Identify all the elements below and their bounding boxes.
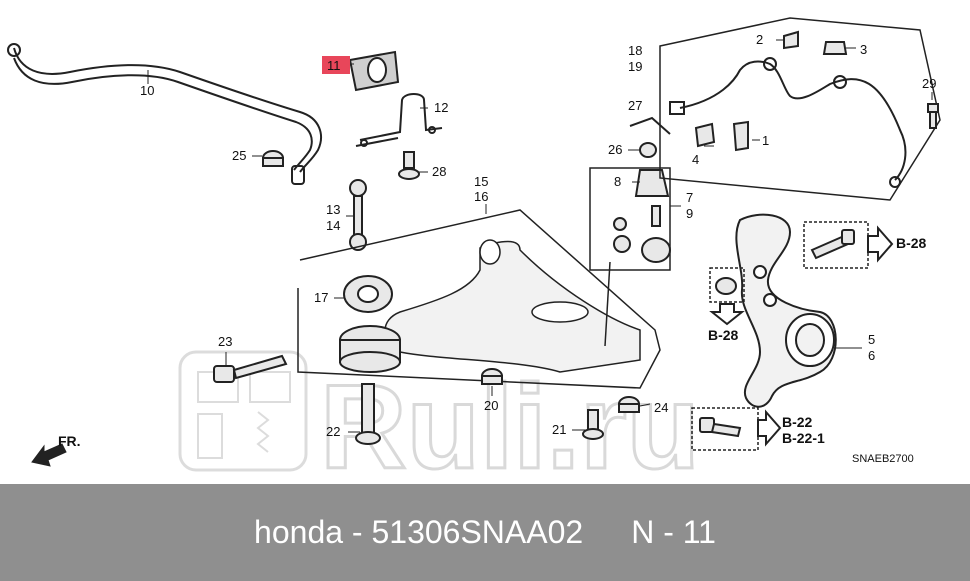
label-part-5: 5 bbox=[868, 332, 875, 347]
label-part-8: 8 bbox=[614, 174, 621, 189]
label-part-3: 3 bbox=[860, 42, 867, 57]
label-part-11: 11 bbox=[327, 58, 341, 73]
nut-20 bbox=[481, 368, 503, 385]
label-part-19: 19 bbox=[628, 59, 642, 74]
bolt-23 bbox=[213, 354, 288, 383]
knuckle-nut bbox=[715, 277, 737, 295]
label-part-29: 29 bbox=[922, 76, 936, 91]
label-part-18: 18 bbox=[628, 43, 642, 58]
watermark-text: Ruli.ru bbox=[320, 360, 700, 484]
sensor-bolt-29 bbox=[927, 103, 939, 129]
sensor-clip-2 bbox=[783, 30, 799, 50]
compliance-bushing bbox=[343, 275, 393, 313]
label-part-25: 25 bbox=[232, 148, 246, 163]
stabilizer-bushing-highlighted bbox=[322, 50, 400, 92]
arrow-down-b28-icon bbox=[709, 303, 745, 326]
label-part-15: 15 bbox=[474, 174, 488, 189]
sensor-clip-3 bbox=[822, 41, 848, 55]
ref-bolt-b22 bbox=[699, 417, 742, 438]
label-part-21: 21 bbox=[552, 422, 566, 437]
label-part-28: 28 bbox=[432, 164, 446, 179]
part-number: 51306SNAA02 bbox=[371, 514, 584, 550]
label-part-9: 9 bbox=[686, 206, 693, 221]
brand-name: honda bbox=[254, 514, 344, 550]
bolt-22 bbox=[355, 383, 381, 445]
stabilizer-link bbox=[349, 179, 367, 251]
part-caption-bar: honda - 51306SNAA02 N - 11 bbox=[0, 484, 970, 581]
ball-joint-box bbox=[589, 167, 671, 347]
boot-clip-26 bbox=[639, 142, 657, 158]
front-direction-arrow-icon bbox=[31, 443, 67, 467]
label-part-7: 7 bbox=[686, 190, 693, 205]
ref-label-b22: B-22 bbox=[782, 414, 813, 430]
flange-nut-25 bbox=[262, 150, 284, 167]
ref-bolt-b28 bbox=[810, 229, 855, 260]
diagram-position: N - 11 bbox=[631, 514, 716, 550]
label-part-13: 13 bbox=[326, 202, 340, 217]
arrow-right-b28-icon bbox=[867, 225, 894, 263]
label-part-22: 22 bbox=[326, 424, 340, 439]
watermark-spring-icon bbox=[256, 411, 270, 453]
watermark-oil-icon bbox=[197, 413, 223, 459]
ref-label-b22-1: B-22-1 bbox=[782, 430, 825, 446]
label-part-2: 2 bbox=[756, 32, 763, 47]
label-part-16: 16 bbox=[474, 189, 488, 204]
label-part-27: 27 bbox=[628, 98, 642, 113]
watermark-logo-frame bbox=[178, 350, 308, 472]
stabilizer-bar bbox=[7, 43, 322, 185]
part-labels: 10 11 12 25 28 13 14 15 16 17 23 22 20 2… bbox=[140, 32, 936, 439]
front-direction-label: FR. bbox=[58, 433, 81, 449]
part-11-highlight-box bbox=[322, 56, 350, 74]
ref-box-b28-below bbox=[709, 267, 745, 303]
ref-label-b28-below: B-28 bbox=[708, 327, 739, 343]
label-part-23: 23 bbox=[218, 334, 232, 349]
bushing-bracket bbox=[355, 93, 443, 147]
snap-ring-27 bbox=[629, 116, 671, 135]
label-part-17: 17 bbox=[314, 290, 328, 305]
parts-diagram: Ruli.ru bbox=[7, 17, 941, 484]
sensor-bracket-4 bbox=[694, 122, 716, 148]
sensor-bracket-1 bbox=[732, 120, 749, 152]
label-part-1: 1 bbox=[762, 133, 769, 148]
ball-joint-boot bbox=[634, 169, 670, 197]
bolt-28 bbox=[398, 151, 420, 180]
reference-labels: B-28 B-28 B-22 B-22-1 bbox=[708, 235, 927, 446]
knuckle bbox=[735, 213, 837, 408]
label-part-24: 24 bbox=[654, 400, 668, 415]
watermark-battery-icon bbox=[249, 371, 291, 403]
diagram-code: SNAEB2700 bbox=[852, 453, 914, 465]
label-part-10: 10 bbox=[140, 83, 154, 98]
label-part-14: 14 bbox=[326, 218, 340, 233]
lower-arm-assembly bbox=[297, 209, 661, 389]
label-part-20: 20 bbox=[484, 398, 498, 413]
arrow-right-b22-icon bbox=[757, 409, 782, 447]
lower-arm-bushing bbox=[339, 325, 401, 373]
wheel-sensor-box bbox=[659, 17, 941, 201]
label-part-26: 26 bbox=[608, 142, 622, 157]
label-part-4: 4 bbox=[692, 152, 699, 167]
leader-lines bbox=[147, 39, 933, 433]
caption-separator: - bbox=[351, 514, 363, 550]
label-part-12: 12 bbox=[434, 100, 448, 115]
ref-label-b28-right: B-28 bbox=[896, 235, 927, 251]
diagram-canvas: Ruli.ru bbox=[7, 17, 941, 484]
wheel-sensor-harness bbox=[669, 57, 907, 188]
watermark: Ruli.ru bbox=[178, 350, 701, 484]
nut-24 bbox=[618, 396, 640, 413]
ball-joint bbox=[613, 205, 671, 263]
label-part-6: 6 bbox=[868, 348, 875, 363]
bolt-21 bbox=[582, 409, 604, 440]
